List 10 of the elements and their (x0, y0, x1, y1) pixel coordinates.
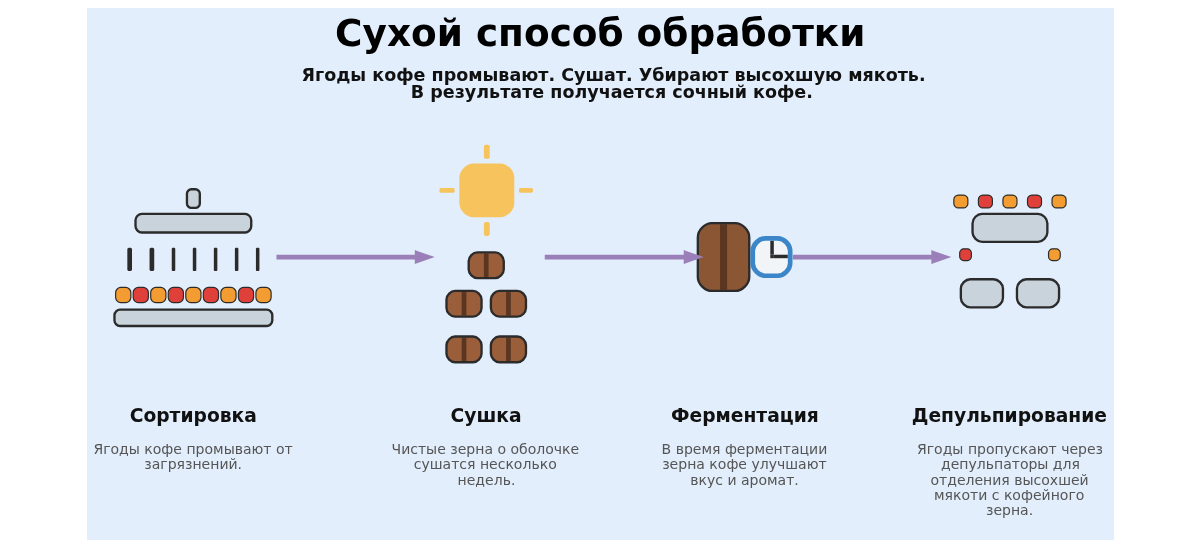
node-label: Чистые зерна о оболочке сушатся несколько недель. (391, 441, 579, 488)
node-label: В время ферментации зерна кофе улучшают вкус и аромат. (661, 441, 827, 488)
node-label: Сортировка (129, 404, 257, 426)
node-label: Сушка (450, 404, 522, 426)
node-label: Ягоды кофе промывают от загрязнений. (92, 441, 293, 473)
node-label: Ягоды пропускают через депульпаторы для отделения высохшей мякоти с кофейного зерна. (916, 441, 1103, 518)
label: Ягоды кофе промывают. Сушат. Убирают высохшую мякоть. В результате получается сочный кофе. (301, 64, 926, 103)
diagram-title: Сухой способ обработки (334, 11, 865, 56)
node-label: Ферментация (670, 404, 819, 426)
node-label: Депульпирование (911, 404, 1107, 426)
